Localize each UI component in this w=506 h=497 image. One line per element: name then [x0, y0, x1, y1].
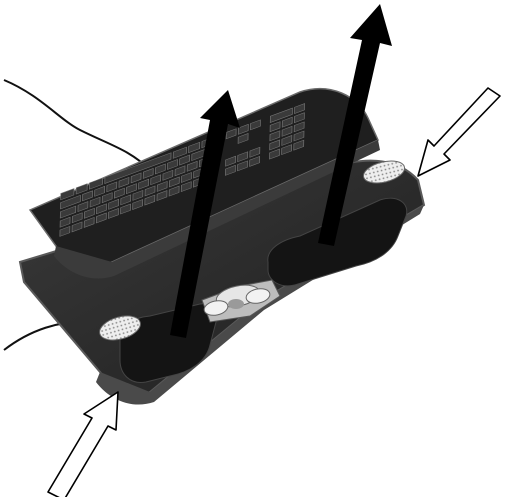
push-arrow-icon: [418, 88, 500, 176]
push-arrow-icon: [48, 392, 118, 497]
cable-top: [4, 80, 150, 170]
